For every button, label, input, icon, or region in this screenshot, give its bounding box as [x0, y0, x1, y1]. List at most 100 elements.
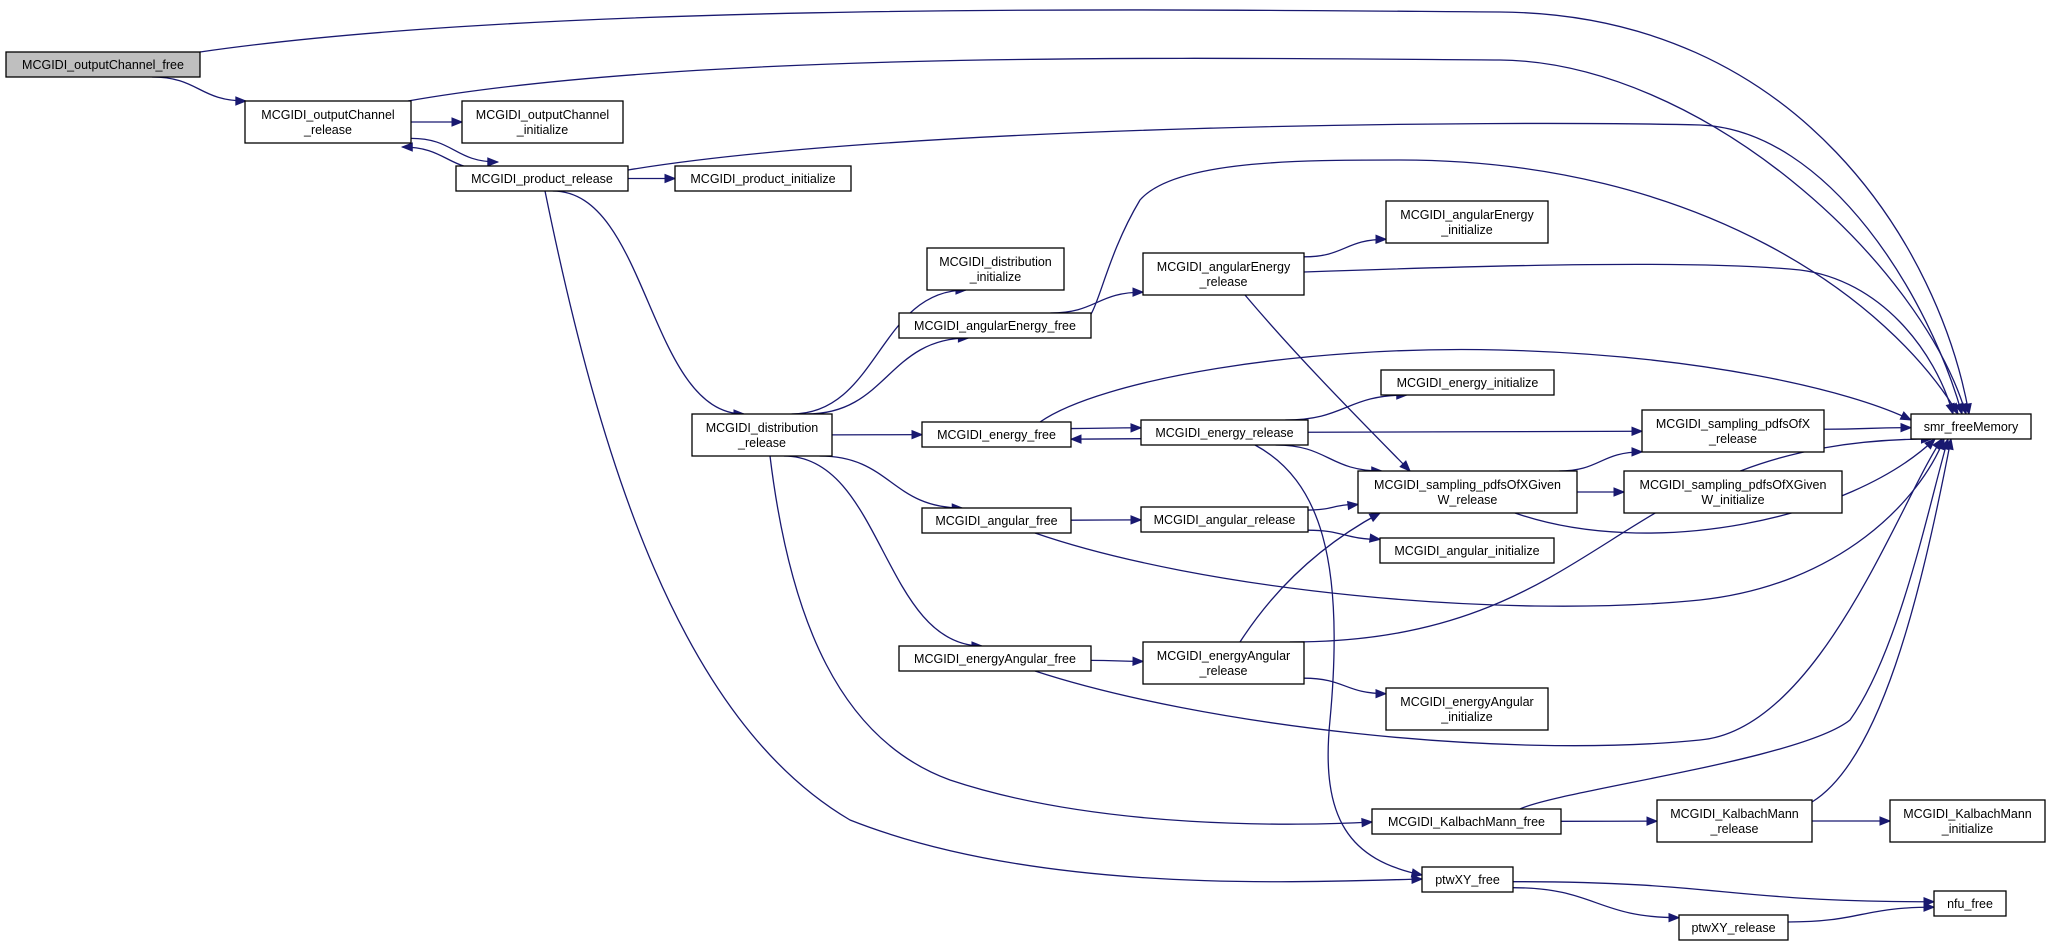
function-node-box	[921, 421, 1072, 448]
function-node-box	[1933, 890, 2007, 917]
call-edge-line	[407, 57, 1967, 415]
function-node-label: MCGIDI_KalbachMann_free	[1388, 815, 1545, 829]
function-node[interactable]: MCGIDI_product_initialize	[674, 165, 852, 192]
function-node[interactable]: MCGIDI_energyAngular_initialize	[1385, 687, 1549, 731]
arrowhead-icon	[1924, 438, 1936, 450]
function-node[interactable]: MCGIDI_angular_initialize	[1379, 537, 1555, 564]
function-node[interactable]: MCGIDI_angularEnergy_release	[1142, 252, 1305, 296]
function-node[interactable]: MCGIDI_energy_initialize	[1380, 369, 1555, 396]
function-node-label: MCGIDI_energy_initialize	[1397, 376, 1539, 390]
call-edge-line	[1512, 887, 1680, 919]
call-edge-line	[1514, 438, 1936, 534]
function-node[interactable]: MCGIDI_angular_release	[1140, 506, 1309, 533]
function-node[interactable]: MCGIDI_energyAngular_release	[1142, 641, 1305, 685]
function-node-label: MCGIDI_product_initialize	[690, 172, 835, 186]
call-edge	[552, 190, 746, 419]
call-graph-nodes: MCGIDI_outputChannel_freeMCGIDI_outputCh…	[5, 51, 2046, 941]
arrowhead-icon	[911, 429, 924, 440]
arrowhead-icon	[1668, 912, 1681, 923]
arrowhead-icon	[451, 117, 464, 127]
call-edge	[1090, 656, 1145, 666]
call-edge-line	[1090, 159, 1959, 415]
function-node-box	[244, 100, 412, 144]
call-edge-line	[1070, 427, 1142, 430]
function-node[interactable]: MCGIDI_outputChannel_initialize	[461, 100, 624, 144]
call-edge	[1034, 437, 1943, 747]
function-node[interactable]: MCGIDI_outputChannel_release	[244, 100, 412, 144]
function-node[interactable]: nfu_free	[1933, 890, 2007, 917]
function-node-label: MCGIDI_distribution	[939, 255, 1052, 269]
function-node[interactable]: MCGIDI_angularEnergy_initialize	[1385, 200, 1549, 244]
arrowhead-icon	[1879, 816, 1892, 826]
function-node[interactable]: MCGIDI_outputChannel_free	[5, 51, 201, 78]
function-node-label: MCGIDI_KalbachMann	[1670, 807, 1799, 821]
function-node-box	[1380, 369, 1555, 396]
function-node-label: MCGIDI_product_release	[471, 172, 613, 186]
arrowhead-icon	[1132, 656, 1145, 666]
call-edge	[151, 76, 248, 106]
function-node-box	[1910, 413, 2032, 440]
arrowhead-icon	[1399, 460, 1411, 472]
arrowhead-icon	[1923, 902, 1936, 912]
function-node[interactable]: MCGIDI_sampling_pdfsOfX_release	[1641, 409, 1825, 453]
call-edge-line	[1244, 294, 1411, 472]
function-node-label: smr_freeMemory	[1924, 420, 2019, 434]
function-node-label: MCGIDI_sampling_pdfsOfXGiven	[1374, 478, 1561, 492]
arrowhead-icon	[1954, 402, 1964, 416]
function-node[interactable]: smr_freeMemory	[1910, 413, 2032, 440]
function-node-label: _release	[1710, 822, 1759, 836]
function-node-label: MCGIDI_distribution	[706, 421, 819, 435]
function-node[interactable]: MCGIDI_energy_free	[921, 421, 1072, 448]
function-node-label: MCGIDI_angularEnergy_free	[914, 319, 1076, 333]
function-node-label: MCGIDI_outputChannel	[261, 108, 394, 122]
arrowhead-icon	[1132, 287, 1145, 297]
call-edge	[411, 117, 464, 127]
call-edge-line	[791, 289, 966, 415]
function-node[interactable]: MCGIDI_KalbachMann_release	[1656, 799, 1813, 843]
function-node[interactable]: MCGIDI_energy_release	[1140, 419, 1309, 446]
function-node-box	[5, 51, 201, 78]
function-node[interactable]: MCGIDI_angularEnergy_free	[898, 312, 1092, 339]
function-node[interactable]: ptwXY_free	[1421, 866, 1514, 893]
function-node-box	[926, 247, 1065, 291]
function-node-label: MCGIDI_outputChannel	[476, 108, 609, 122]
function-node[interactable]: MCGIDI_distribution_release	[691, 413, 833, 457]
call-edge-line	[627, 122, 1963, 415]
call-edge-line	[1811, 438, 1952, 803]
arrowhead-icon	[235, 96, 248, 106]
function-node[interactable]: MCGIDI_KalbachMann_initialize	[1889, 799, 2046, 843]
function-node[interactable]: MCGIDI_energyAngular_free	[898, 645, 1092, 672]
function-node-label: _release	[1199, 275, 1248, 289]
function-node-box	[455, 165, 629, 192]
arrowhead-icon	[1368, 512, 1382, 523]
call-edge	[1307, 529, 1382, 543]
call-edge	[1303, 263, 1955, 416]
arrowhead-icon	[1375, 688, 1388, 699]
arrowhead-icon	[1646, 816, 1659, 826]
function-node-box	[1371, 808, 1562, 835]
call-edge	[628, 173, 677, 184]
function-node[interactable]: MCGIDI_KalbachMann_free	[1371, 808, 1562, 835]
call-edge	[1307, 426, 1644, 437]
function-node-box	[1678, 914, 1789, 941]
function-node[interactable]: ptwXY_release	[1678, 914, 1789, 941]
call-edge	[1512, 881, 1936, 907]
arrowhead-icon	[1130, 423, 1143, 433]
arrowhead-icon	[1410, 868, 1424, 878]
function-node[interactable]: MCGIDI_angular_free	[921, 507, 1072, 534]
function-node-box	[921, 507, 1072, 534]
call-edge-line	[1787, 906, 1935, 923]
arrowhead-icon	[1631, 447, 1644, 457]
call-edge-line	[1823, 426, 1912, 430]
call-edge-line	[410, 137, 498, 163]
function-node[interactable]: MCGIDI_distribution_initialize	[926, 247, 1065, 291]
call-edge-line	[1275, 444, 1382, 472]
function-node-box	[1385, 687, 1549, 731]
function-node-label: MCGIDI_angularEnergy	[1157, 260, 1291, 274]
function-node-label: MCGIDI_outputChannel_free	[22, 58, 184, 72]
function-node[interactable]: MCGIDI_product_release	[455, 165, 629, 192]
call-edge	[769, 455, 1374, 828]
